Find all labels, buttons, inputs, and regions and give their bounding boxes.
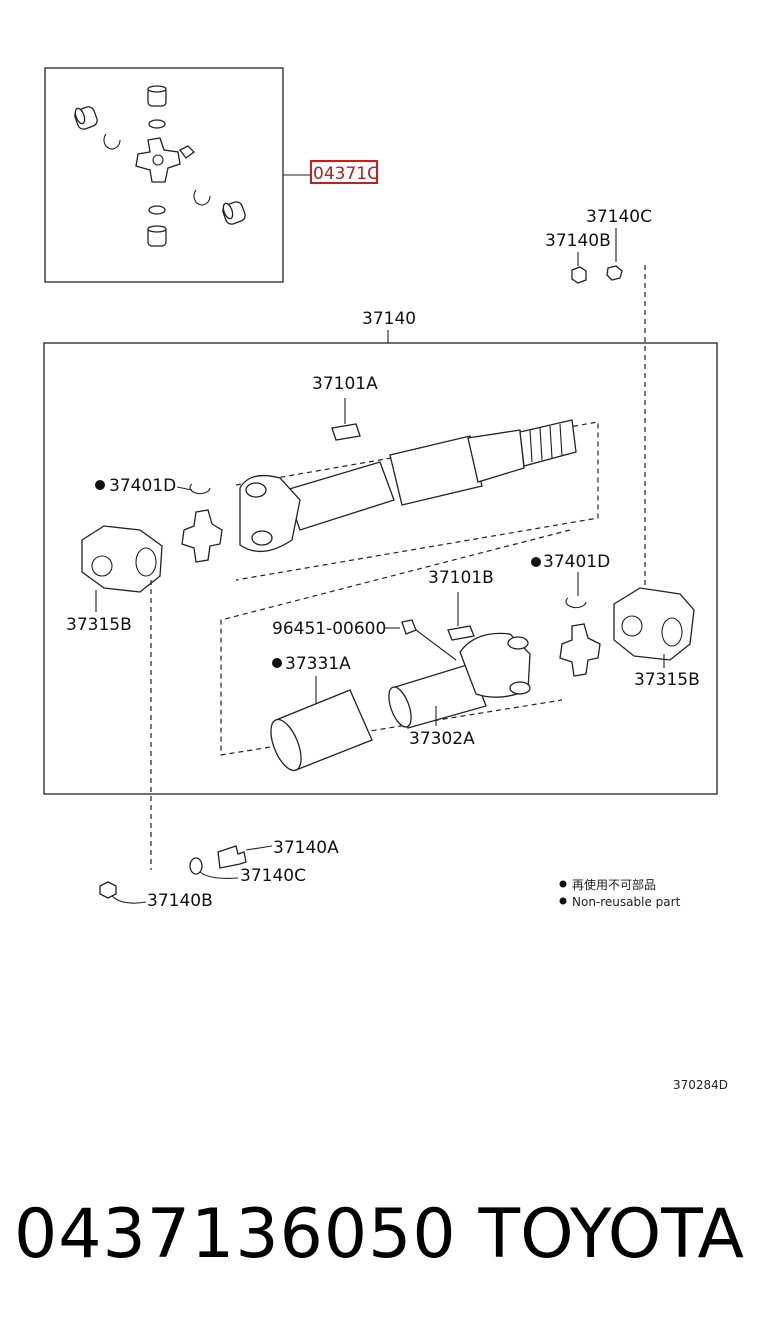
label-37315b-left: 37315B	[66, 615, 132, 635]
label-37140b-bottom: 37140B	[147, 891, 213, 911]
snap-ring-37401d-left	[189, 483, 211, 495]
diagram-code: 370284D	[673, 1078, 728, 1092]
part-number: 0437136050	[14, 1195, 457, 1274]
parts-diagram: 04371C 37140C 37140B 37140 37101A 37401D	[43, 67, 728, 1092]
label-96451-00600: 96451-00600	[272, 619, 386, 639]
non-reusable-dot	[272, 658, 282, 668]
bolt-37140a	[217, 845, 247, 869]
label-37140a-bottom: 37140A	[273, 838, 339, 858]
slip-yoke-37302a	[388, 632, 531, 729]
label-37315b-right: 37315B	[634, 670, 700, 690]
universal-joint-kit-parts	[74, 85, 246, 247]
non-reusable-dot	[531, 557, 541, 567]
label-37401d-right: 37401D	[543, 552, 610, 572]
highlighted-part-label[interactable]: 04371C	[313, 164, 379, 184]
label-37140c-bottom: 37140C	[240, 866, 306, 886]
label-37101b: 37101B	[428, 568, 494, 588]
washer-37140c-top	[606, 265, 623, 281]
caption-bar: 0437136050 TOYOTA	[0, 1185, 760, 1285]
propeller-shaft-assembly-box	[43, 342, 718, 795]
legend-dot-en	[559, 897, 567, 905]
non-reusable-dot	[95, 480, 105, 490]
label-37140-assembly: 37140	[362, 309, 416, 329]
label-37140b-top: 37140B	[545, 231, 611, 251]
spider-right	[559, 623, 601, 677]
balance-weight-37101a	[331, 423, 361, 441]
label-37401d-left: 37401D	[109, 476, 176, 496]
brand-name: TOYOTA	[478, 1195, 744, 1274]
snap-ring-37401d-right	[565, 597, 587, 609]
label-37101a: 37101A	[312, 374, 378, 394]
spider-left	[181, 509, 223, 563]
legend-en: Non-reusable part	[572, 895, 681, 909]
balance-weight-37101b	[447, 625, 475, 641]
legend-cn: 再使用不可部品	[572, 877, 656, 892]
sleeve-37331a	[270, 689, 373, 772]
legend-dot-cn	[559, 880, 567, 888]
front-shaft	[239, 419, 577, 552]
flange-yoke-37315b-right	[613, 587, 695, 661]
label-37331a: 37331A	[285, 654, 351, 674]
highlighted-part-box[interactable]	[310, 160, 378, 184]
label-37302a: 37302A	[409, 729, 475, 749]
nut-37140b-top	[571, 266, 587, 284]
nut-37140b-bottom	[99, 881, 117, 899]
flange-yoke-37315b-left	[81, 525, 163, 593]
label-37140c-top: 37140C	[586, 207, 652, 227]
grease-fitting-96451	[401, 619, 417, 635]
washer-37140c-bottom	[189, 857, 203, 875]
